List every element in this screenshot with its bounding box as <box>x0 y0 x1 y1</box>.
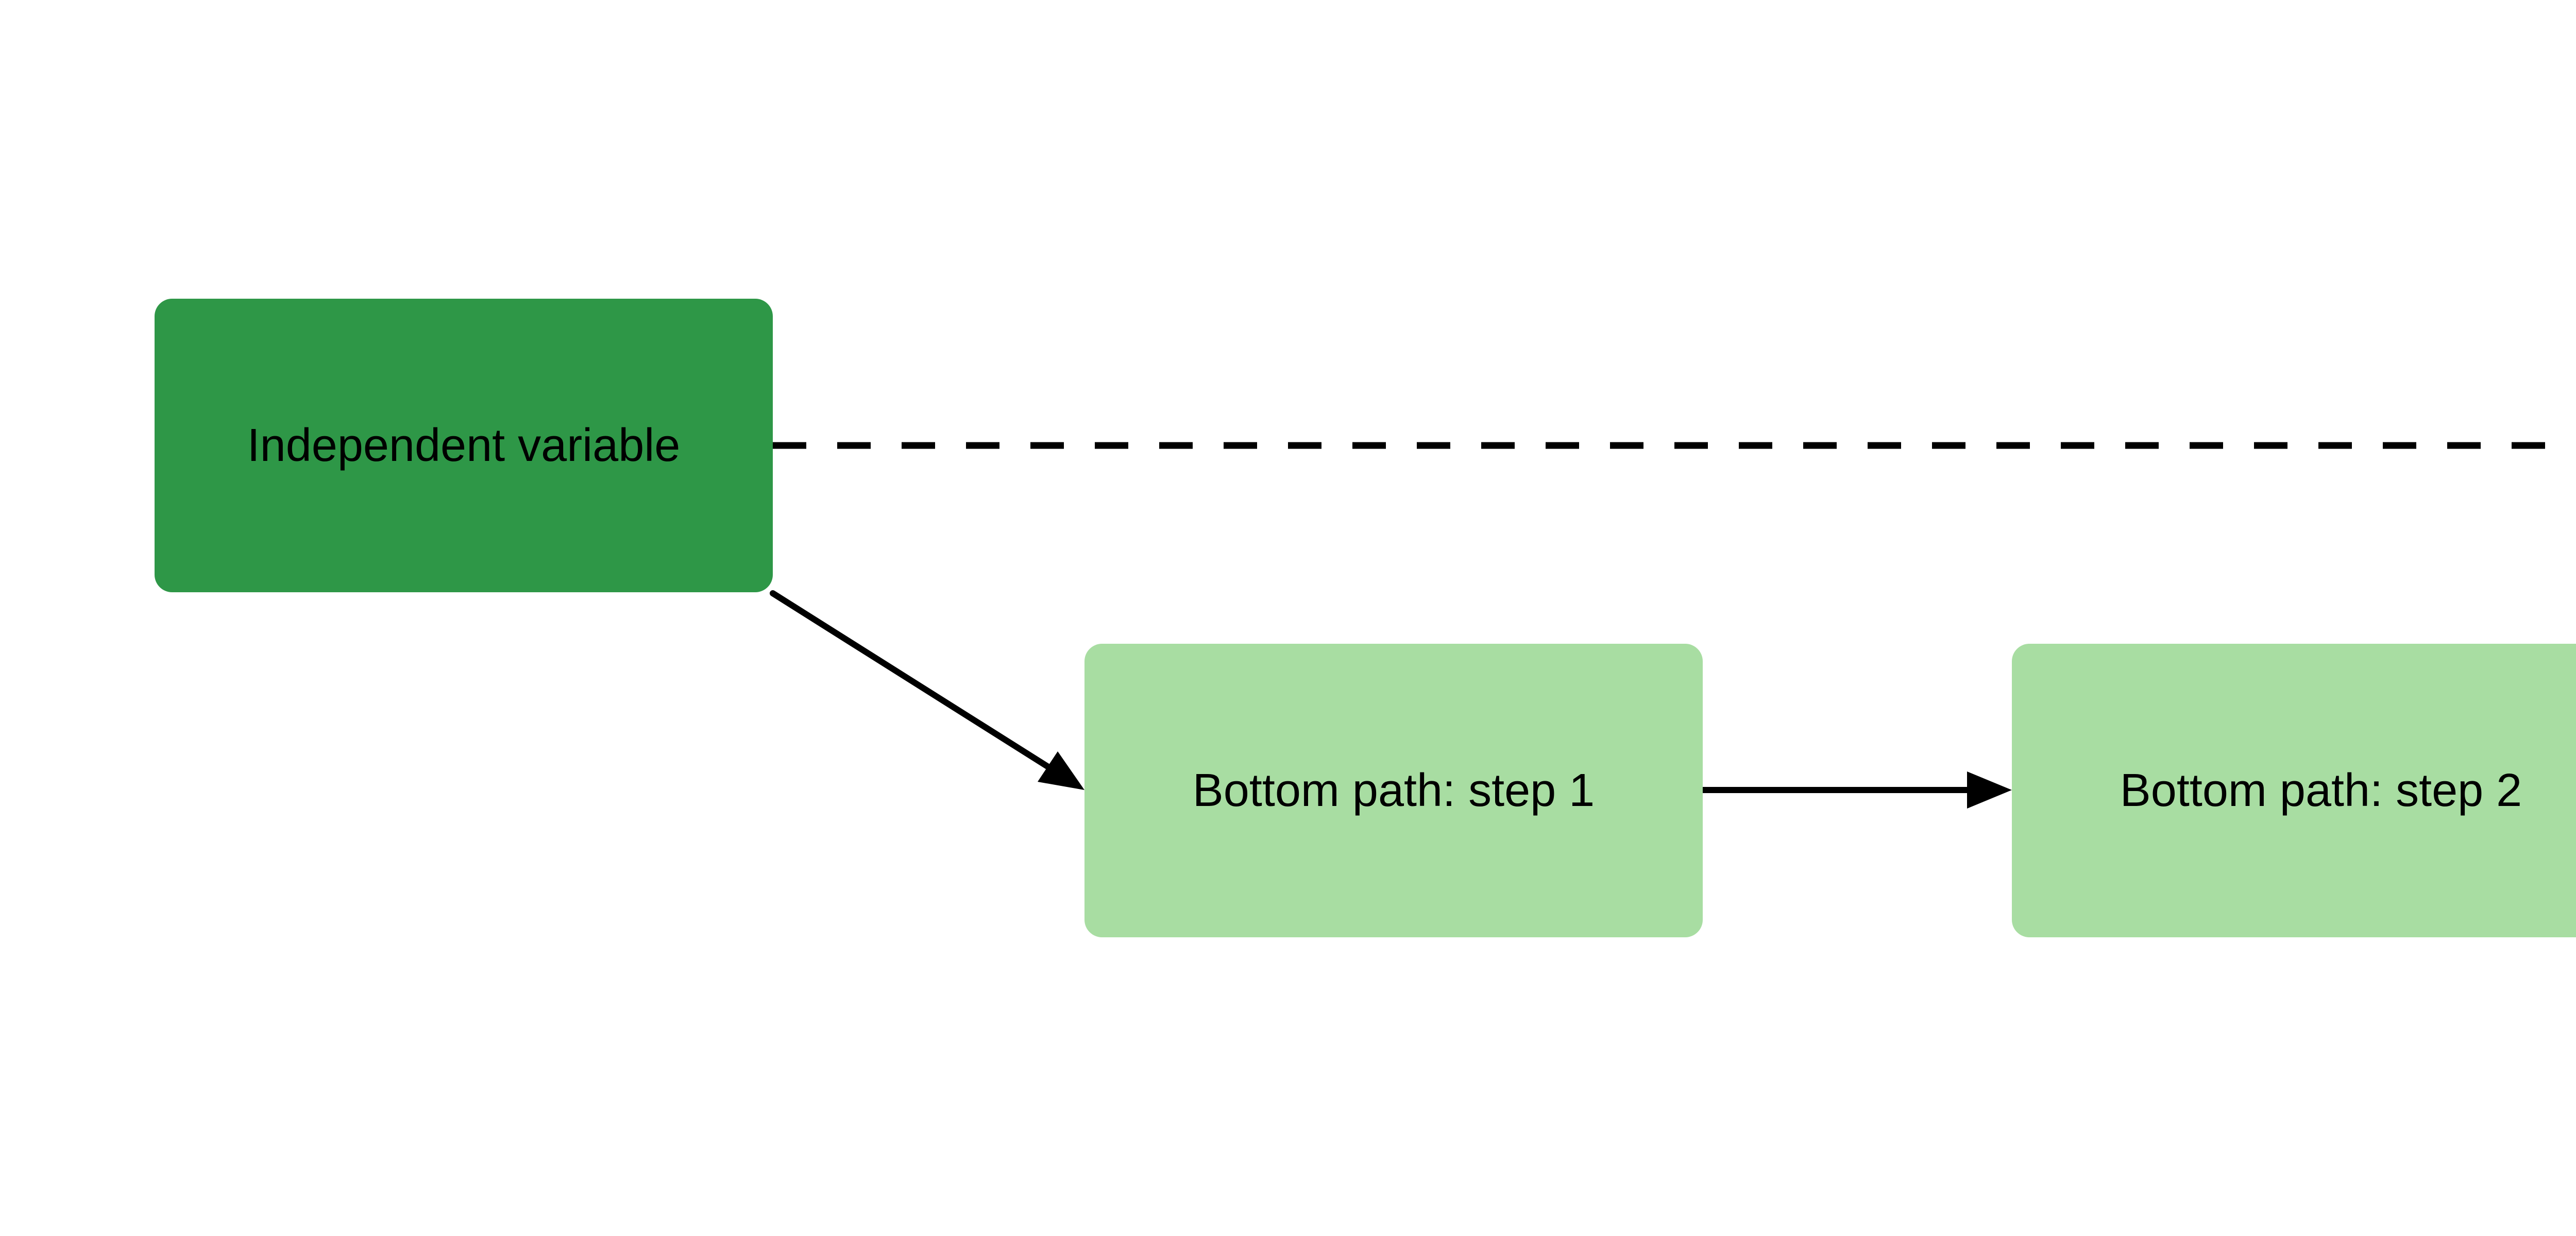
node-independent-variable: Independent variable <box>155 299 773 592</box>
node-bottom-path-step-1-label: Bottom path: step 1 <box>1192 765 1595 816</box>
edge-independent-to-step1-line <box>770 590 1052 770</box>
node-bottom-path-step-2: Bottom path: step 2 <box>2012 644 2576 937</box>
node-bottom-path-step-2-label: Bottom path: step 2 <box>2120 765 2522 816</box>
node-bottom-path-step-1: Bottom path: step 1 <box>1084 644 1703 937</box>
arrowhead-icon <box>1038 751 1084 790</box>
edge-independent-to-step1 <box>770 590 1084 790</box>
arrowhead-icon <box>1967 771 2012 809</box>
edge-direct-dashed <box>773 442 2576 449</box>
edge-step1-to-step2 <box>1700 771 2012 809</box>
node-independent-variable-label: Independent variable <box>247 420 681 471</box>
